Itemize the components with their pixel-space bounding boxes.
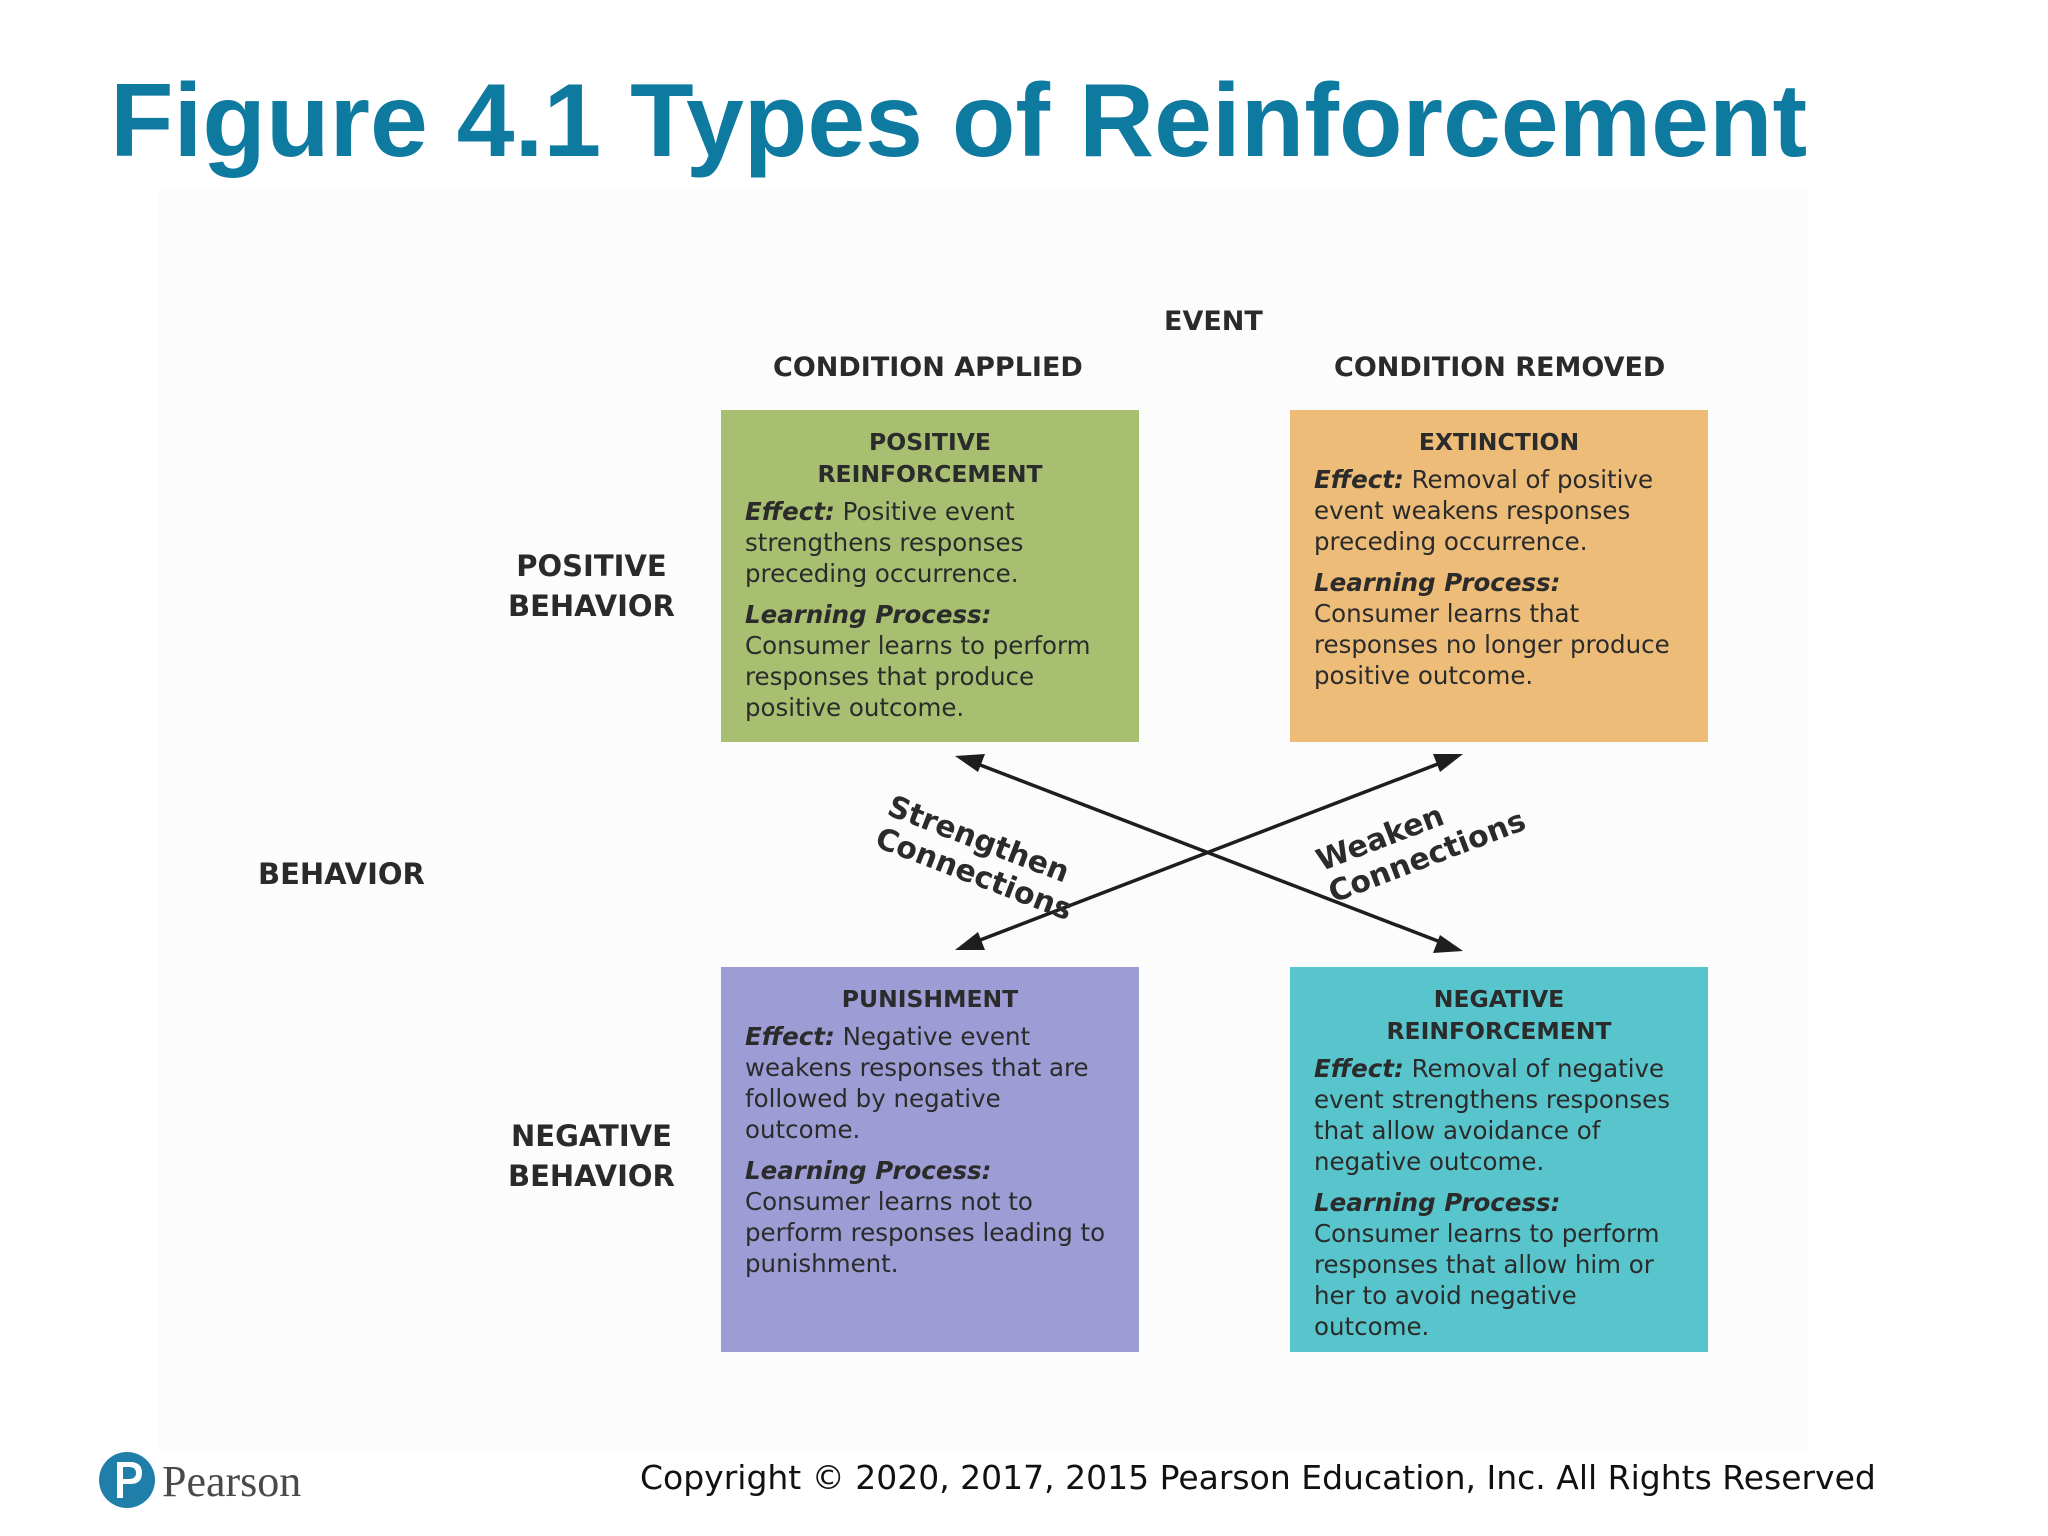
effect-text: Positive event strengthens responses pre… (745, 497, 1024, 588)
effect-label: Effect: (1314, 465, 1404, 494)
effect-paragraph: Effect: Removal of negative event streng… (1314, 1053, 1684, 1177)
positive-behavior-label: POSITIVE BEHAVIOR (508, 549, 675, 623)
learning-label: Learning Process: (1314, 1188, 1561, 1217)
event-label: EVENT (1164, 306, 1263, 337)
box-title: NEGATIVE REINFORCEMENT (1386, 985, 1612, 1045)
condition-applied-label: CONDITION APPLIED (773, 352, 1083, 383)
learning-label: Learning Process: (745, 600, 992, 629)
copyright-text: Copyright © 2020, 2017, 2015 Pearson Edu… (640, 1458, 1876, 1497)
negative-behavior-label: NEGATIVE BEHAVIOR (508, 1119, 675, 1193)
learning-text: Consumer learns that responses no longer… (1314, 599, 1670, 690)
pearson-brand-text: Pearson (162, 1457, 302, 1506)
extinction-box: EXTINCTION Effect: Removal of positive e… (1290, 410, 1708, 742)
effect-text: Negative event weakens responses that ar… (745, 1022, 1089, 1144)
box-title: POSITIVE REINFORCEMENT (817, 428, 1043, 488)
box-title: PUNISHMENT (841, 985, 1019, 1013)
learning-text: Consumer learns to perform responses tha… (745, 631, 1091, 722)
effect-text: Removal of positive event weakens respon… (1314, 465, 1654, 556)
effect-paragraph: Effect: Positive event strengthens respo… (745, 496, 1115, 589)
learning-text: Consumer learns not to perform responses… (745, 1187, 1106, 1278)
effect-label: Effect: (745, 1022, 835, 1051)
punishment-box: PUNISHMENT Effect: Negative event weaken… (721, 967, 1139, 1352)
effect-label: Effect: (1314, 1054, 1404, 1083)
learning-text: Consumer learns to perform responses tha… (1314, 1219, 1660, 1341)
learning-label: Learning Process: (1314, 568, 1561, 597)
box-title: EXTINCTION (1418, 428, 1580, 456)
learning-label: Learning Process: (745, 1156, 992, 1185)
condition-removed-label: CONDITION REMOVED (1334, 352, 1666, 383)
pearson-logo-icon (99, 1452, 155, 1508)
effect-paragraph: Effect: Removal of positive event weaken… (1314, 464, 1684, 557)
positive-reinforcement-box: POSITIVE REINFORCEMENT Effect: Positive … (721, 410, 1139, 742)
negative-reinforcement-box: NEGATIVE REINFORCEMENT Effect: Removal o… (1290, 967, 1708, 1352)
effect-label: Effect: (745, 497, 835, 526)
behavior-label: BEHAVIOR (258, 857, 425, 891)
effect-text: Removal of negative event strengthens re… (1314, 1054, 1670, 1176)
effect-paragraph: Effect: Negative event weakens responses… (745, 1021, 1115, 1145)
slide-title: Figure 4.1 Types of Reinforcement (110, 63, 1808, 179)
